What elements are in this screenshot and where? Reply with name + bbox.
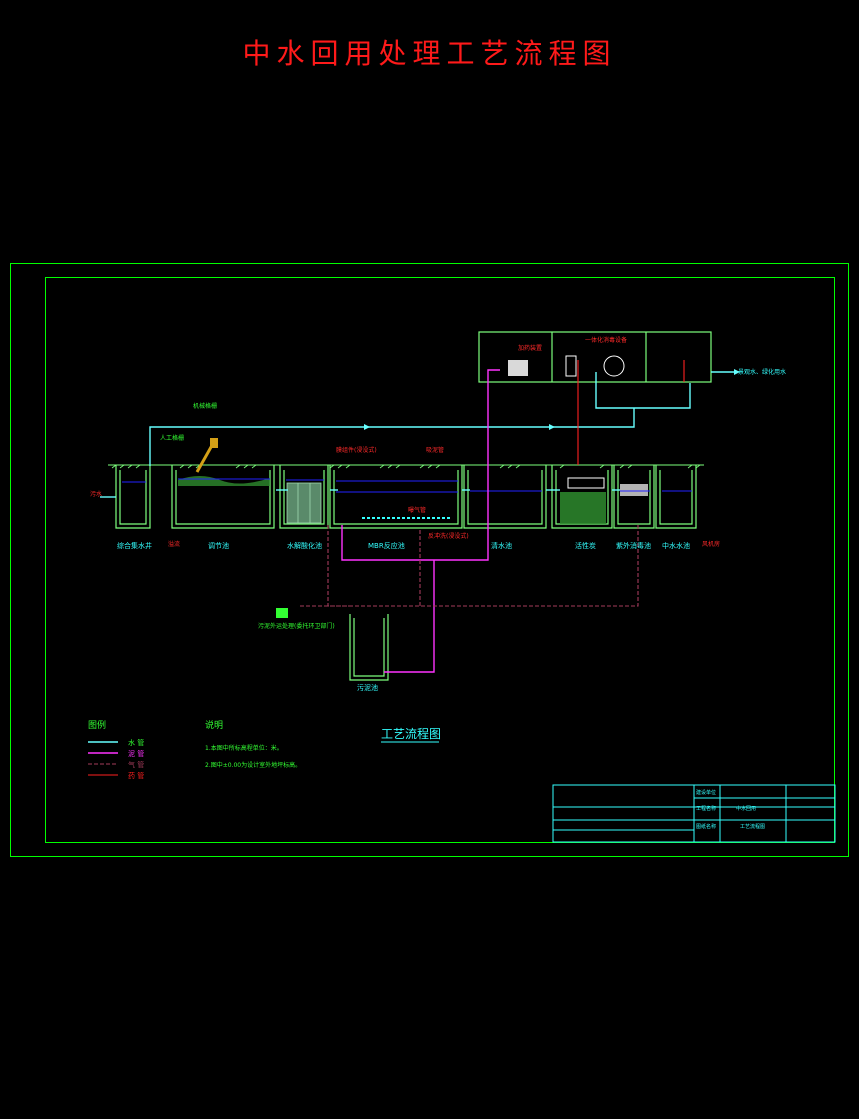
inner-frame [45, 277, 835, 843]
callout-aerator: 曝气管 [408, 506, 426, 514]
tb-label-3: 图纸名称 [696, 823, 716, 830]
label-activated-carbon: 活性炭 [575, 541, 596, 550]
notes-heading: 说明 [205, 719, 223, 731]
sludge-pipes [341, 369, 500, 673]
drawing-label: 工艺流程图 [381, 726, 441, 741]
label-sludge-tank: 污泥池 [357, 683, 378, 692]
title-block-text: 建设单位 工程名称 中水回用 图纸名称 工艺流程图 [696, 789, 765, 830]
unit-labels: 综合集水井 调节池 水解酸化池 MBR反应池 清水池 活性炭 紫外消毒池 中水水… [117, 541, 690, 692]
outer-frame [10, 263, 849, 857]
callout-dosing-top: 加药装置 [518, 344, 542, 352]
callout-blower-room: 风机房 [702, 540, 720, 548]
callout-sludge-disposal: 污泥外运处理(委托环卫部门) [258, 622, 335, 630]
label-uv-tank: 紫外消毒池 [616, 541, 651, 550]
label-regulating-tank: 调节池 [208, 541, 229, 550]
tb-label-2: 工程名称 [696, 805, 716, 812]
callout-overflow: 溢流 [168, 540, 180, 548]
callout-effluent: 景观水、绿化用水 [738, 368, 786, 376]
note-1: 1.本图中所标高程单位：米。 [205, 744, 283, 752]
legend-heading: 图例 [88, 719, 106, 731]
tb-label-1: 建设单位 [696, 789, 716, 796]
legend-item-sludge: 泥 管 [128, 749, 144, 758]
label-mbr-tank: MBR反应池 [368, 541, 405, 550]
callout-suction: 吸泥管 [426, 446, 444, 454]
callout-backwash: 反冲洗(浸没式) [428, 532, 469, 540]
label-collection-well: 综合集水井 [117, 541, 152, 550]
label-hydrolysis-tank: 水解酸化池 [287, 541, 322, 550]
water-levels [122, 478, 692, 493]
legend-item-water: 水 管 [128, 738, 144, 747]
tank-media [178, 476, 648, 524]
equipment [195, 355, 625, 618]
callout-dosing-top2: 一体化消毒设备 [585, 336, 627, 344]
water-pipe-arrows [364, 369, 740, 430]
note-2: 2.图中±0.00为设计室外地坪标高。 [205, 761, 301, 769]
notes: 说明 1.本图中所标高程单位：米。 2.图中±0.00为设计室外地坪标高。 [205, 719, 301, 769]
title-block [552, 784, 836, 843]
callout-manual-grille: 人工格栅 [160, 434, 184, 442]
air-pipes [300, 525, 639, 607]
legend: 图例 水 管 泥 管 气 管 药 管 [88, 719, 144, 780]
ground-hatch [111, 464, 701, 469]
label-reuse-pool: 中水水池 [662, 541, 690, 550]
callout-mbr-module: 膜组件(浸没式) [336, 446, 377, 454]
tb-value-2: 中水回用 [736, 805, 756, 812]
water-pipes [100, 371, 736, 498]
legend-item-air: 气 管 [128, 760, 144, 769]
callout-sewage-inflow: 污水 [90, 490, 102, 498]
label-clear-water-tank: 清水池 [491, 541, 512, 550]
tb-value-3: 工艺流程图 [740, 823, 765, 830]
tank-structures [115, 331, 712, 681]
callout-mech-grille: 机械格栅 [193, 402, 217, 410]
page-title: 中水回用处理工艺流程图 [242, 37, 617, 70]
dosing-pipes [577, 360, 685, 465]
callout-labels: 机械格栅 人工格栅 膜组件(浸没式) 曝气管 吸泥管 反冲洗(浸没式) 污水 溢… [90, 336, 786, 630]
legend-item-dosing: 药 管 [128, 771, 144, 780]
